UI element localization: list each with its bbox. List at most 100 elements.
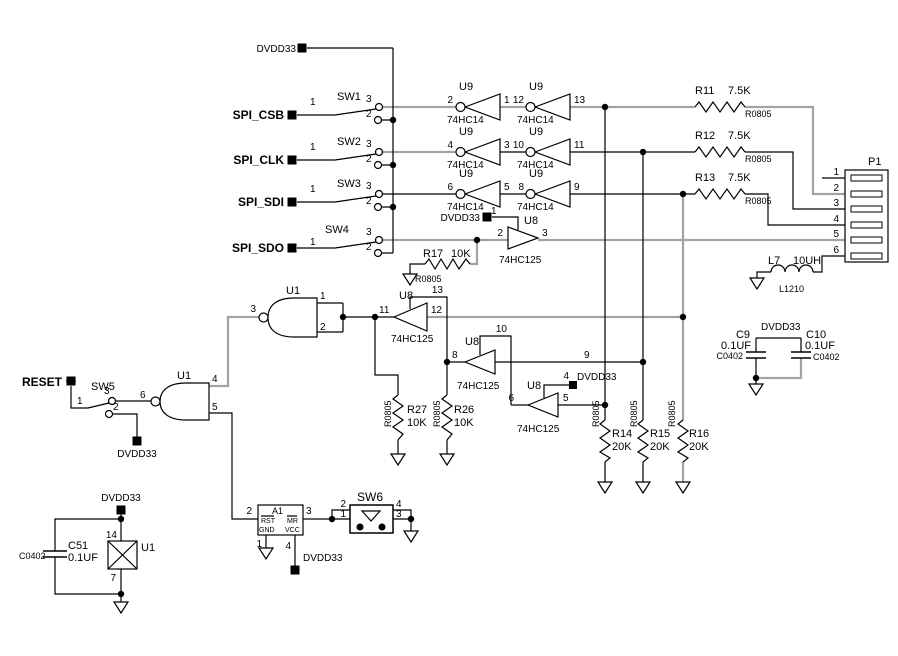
c10-capacitor[interactable]: [791, 351, 811, 359]
sw4-switch[interactable]: [297, 235, 384, 258]
a1-supervisor[interactable]: [257, 504, 304, 536]
label-sw3-ref: SW3: [337, 178, 361, 190]
wire-a1-sw6[interactable]: [265, 509, 412, 566]
label-u8a-out: 11: [379, 305, 390, 316]
wire-u8c-pins[interactable]: [511, 384, 605, 406]
label-r15-ref: R15: [650, 428, 670, 440]
wire-reset-sw5[interactable]: [70, 386, 138, 437]
label-c10-ref: C10: [806, 329, 826, 341]
dvdd33-c51-symbol: [116, 505, 126, 515]
u8-buffer-c[interactable]: [526, 392, 559, 418]
label-c10-val: 0.1UF: [805, 340, 835, 352]
p1-connector[interactable]: [844, 169, 889, 263]
u8-buffer-a[interactable]: [392, 302, 428, 332]
label-sw6-p3: 3: [396, 509, 402, 520]
wire-nand-out-net[interactable]: [209, 315, 259, 388]
label-u8d-val: 74HC125: [499, 255, 542, 266]
label-a1-p3: 3: [306, 506, 312, 517]
l7-inductor[interactable]: [770, 264, 814, 273]
label-u1c-ref: U1: [141, 542, 155, 554]
label-a1-p4: 4: [285, 541, 291, 552]
r17-resistor[interactable]: [424, 257, 471, 271]
label-r15-val: 20K: [650, 441, 670, 453]
u1-power-box[interactable]: [107, 540, 138, 570]
label-u8b-en: 10: [496, 324, 508, 335]
r13-resistor[interactable]: [694, 187, 746, 201]
gnd-r15: [634, 481, 652, 495]
label-sw3-p3: 3: [366, 181, 372, 192]
label-r17-fp: R0805: [415, 274, 442, 284]
label-sw4-ref: SW4: [325, 224, 349, 236]
u9-inverter-row3b[interactable]: [525, 180, 571, 208]
sw1-switch[interactable]: [297, 102, 384, 125]
wire-spi-csb-net[interactable]: [382, 105, 846, 196]
wire-r27-branch[interactable]: [374, 317, 399, 454]
label-u8a-ref: U8: [399, 290, 413, 302]
u8-buffer-b[interactable]: [463, 349, 496, 375]
gnd-r17: [401, 273, 419, 287]
wire-u8d-enable[interactable]: [492, 216, 519, 230]
u1-nand-upper[interactable]: [258, 297, 318, 338]
label-r12-ref: R12: [695, 130, 715, 142]
label-net-spi-clk: SPI_CLK: [233, 153, 284, 167]
wire-dvdd33-rail[interactable]: [307, 47, 394, 254]
u9-inverter-row1b[interactable]: [525, 93, 571, 121]
label-dvdd33-a1: DVDD33: [303, 553, 343, 564]
wire-spi-sdi-black[interactable]: [382, 193, 846, 226]
label-p1-pin1: 1: [833, 167, 839, 178]
u9-inverter-row1a[interactable]: [455, 93, 501, 121]
r12-resistor[interactable]: [694, 145, 746, 159]
label-dvdd33-u8c: DVDD33: [577, 372, 617, 383]
wire-r17-ground[interactable]: [409, 263, 425, 274]
label-r16-ref: R16: [689, 428, 709, 440]
label-u9f-out: 8: [518, 182, 524, 193]
wire-spi-sdo-net[interactable]: [382, 238, 846, 266]
gnd-r16: [674, 481, 692, 495]
spi-sdo-port: [287, 243, 297, 253]
label-c9-fp: C0402: [716, 351, 743, 361]
c51-capacitor[interactable]: [43, 550, 67, 558]
wire-c10-ground-net[interactable]: [756, 358, 803, 380]
wire-u8a-enable[interactable]: [409, 296, 448, 362]
label-sw1-ref: SW1: [337, 91, 361, 103]
r27-resistor[interactable]: [391, 394, 405, 441]
wire-nand-b-pin5-to-a1[interactable]: [209, 412, 258, 520]
sw2-switch[interactable]: [297, 147, 384, 170]
label-dvdd33-sw5: DVDD33: [117, 449, 157, 460]
sw3-switch[interactable]: [297, 189, 384, 212]
port-squares[interactable]: [66, 43, 578, 575]
label-u8a-en: 13: [432, 285, 444, 296]
u8-buffer-sdo[interactable]: [507, 226, 540, 250]
c9-capacitor[interactable]: [746, 351, 766, 359]
label-u9f-val: 74HC14: [517, 202, 554, 213]
wire-c9-c10[interactable]: [755, 337, 802, 384]
label-u8d-en: 1: [491, 206, 497, 217]
sw6-pushbutton[interactable]: [349, 504, 394, 534]
label-r27-fp: R0805: [383, 400, 393, 427]
u1-nand-lower[interactable]: [150, 382, 210, 421]
r15-resistor[interactable]: [636, 419, 650, 463]
r11-resistor[interactable]: [694, 100, 746, 114]
label-u8b-val: 74HC125: [457, 381, 500, 392]
label-u1a-in1: 1: [320, 291, 326, 302]
u9-inverter-row2a[interactable]: [455, 138, 501, 166]
ground-symbols[interactable]: [112, 273, 766, 615]
wire-pulldown-droppers[interactable]: [604, 107, 644, 482]
r16-resistor[interactable]: [676, 419, 690, 463]
label-r12-fp: R0805: [745, 154, 772, 164]
wire-nand-a-inputs[interactable]: [317, 302, 394, 333]
label-u9b-ref: U9: [529, 81, 543, 93]
label-sw2-ref: SW2: [337, 136, 361, 148]
u9-inverter-row2b[interactable]: [525, 138, 571, 166]
r14-resistor[interactable]: [598, 419, 612, 463]
wire-spi-clk-black[interactable]: [500, 151, 845, 210]
label-u8c-en: 4: [563, 371, 569, 382]
u9-inverter-row3a[interactable]: [455, 180, 501, 208]
label-u8d-out: 3: [542, 228, 548, 239]
wire-l7-p1[interactable]: [756, 177, 845, 278]
r26-resistor[interactable]: [440, 394, 454, 441]
label-sw2-p3: 3: [366, 139, 372, 150]
label-u1b-in4: 4: [212, 374, 218, 385]
label-u9b-val: 74HC14: [517, 115, 554, 126]
